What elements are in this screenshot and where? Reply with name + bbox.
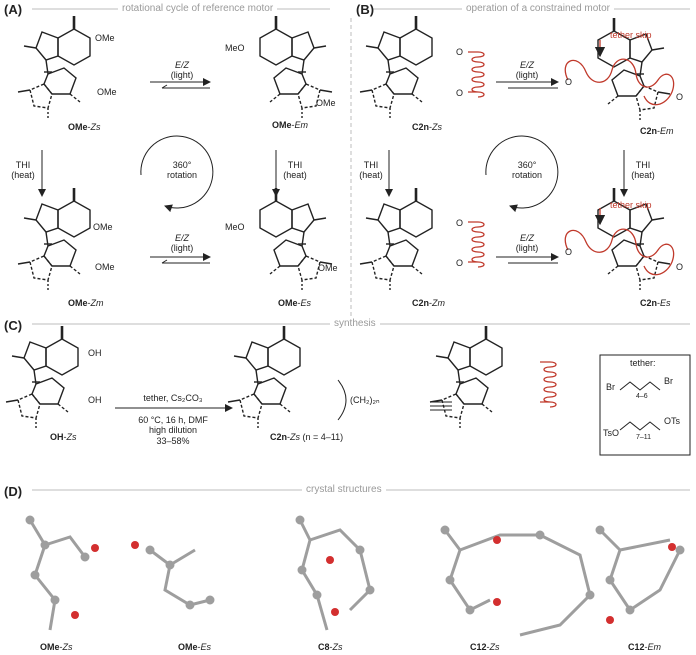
panelB-oxygen-8: O (676, 262, 684, 272)
panelB-oxygen-4: O (456, 258, 464, 268)
panelA-substituent-4: OMe (316, 98, 336, 108)
panelB-bottom-arrow-label: E/Z(light) (515, 233, 539, 254)
panelB-compound-label-3: C2n-Zm (412, 298, 446, 308)
tether-ts-right: OTs (664, 416, 681, 426)
panelB-compound-label-4: C2n-Es (640, 298, 671, 308)
panelC-letter: (C) (4, 318, 23, 333)
panelA-substituent-5: OMe (93, 222, 113, 232)
tether-box (599, 354, 691, 456)
panelB-oxygen-3: O (456, 218, 464, 228)
tether-br-subscript: 4–6 (636, 393, 648, 400)
panelA-top-arrow-label: E/Z(light) (170, 60, 194, 81)
crystal-label-2: OMe-Es (178, 642, 212, 652)
panelC-oh-1: OH (88, 348, 102, 358)
panelB-oxygen-1: O (456, 47, 464, 57)
crystal-label-1: OMe-Zs (40, 642, 73, 652)
panelB-letter: (B) (356, 2, 375, 17)
panelA-rotation-label: 360°rotation (166, 160, 198, 181)
panelB-top-arrow-label: E/Z(light) (515, 60, 539, 81)
tether-br-right: Br (664, 376, 673, 386)
panelB-compound-label-1: C2n-Zs (412, 122, 443, 132)
panelC-conditions: 60 °C, 16 h, DMF high dilution 33–58% (138, 415, 208, 446)
tether-br-left: Br (606, 382, 615, 392)
tether-box-title: tether: (630, 358, 656, 368)
panelC-arrows (115, 379, 452, 421)
panelA-letter: (A) (4, 2, 23, 17)
panelA-substituent-2: OMe (97, 87, 117, 97)
panelC-title: synthesis (330, 318, 380, 329)
panelA-substituent-1: OMe (95, 33, 115, 43)
panelA-title: rotational cycle of reference motor (118, 3, 278, 14)
tether-ts-left: TsO (603, 428, 620, 438)
tether-zigzags (619, 381, 661, 431)
panelB-tether-loops (564, 40, 675, 276)
panelD-title: crystal structures (302, 484, 386, 495)
panelA-bottom-arrow-label: E/Z(light) (170, 233, 194, 254)
panelB-oxygen-2: O (456, 88, 464, 98)
panelB-tether-skip-top: tether skip (610, 30, 652, 40)
panelB-compound-label-2: C2n-Em (640, 126, 674, 136)
panelB-rotation-label: 360°rotation (511, 160, 543, 181)
panelD-crystal-sketches (25, 515, 685, 637)
panelA-substituent-3: MeO (225, 43, 245, 53)
panelC-chain-label: (CH₂)₂ₙ (350, 395, 380, 405)
panelD-oxygen-atoms (71, 536, 676, 624)
panelB-tether-skip-bottom: tether skip (610, 200, 652, 210)
panelA-compound-label-1: OMe-Zs (68, 122, 101, 132)
panelA-right-arrow-label: THI(heat) (283, 160, 307, 181)
panelB-arrows (385, 78, 628, 264)
panelA-substituent-7: MeO (225, 222, 245, 232)
panelA-compound-label-3: OMe-Zm (68, 298, 104, 308)
panelC-structures (4, 324, 557, 432)
panelD-letter: (D) (4, 484, 23, 499)
tether-ts-subscript: 7–11 (636, 434, 652, 441)
panelA-substituent-6: OMe (95, 262, 115, 272)
panelB-oxygen-6: O (676, 92, 684, 102)
panelB-right-arrow-label: THI(heat) (631, 160, 655, 181)
panelC-reagents: tether, Cs₂CO₃ (143, 393, 203, 403)
panelA-arrows (38, 78, 280, 264)
panelA-compound-label-4: OMe-Es (278, 298, 312, 308)
crystal-label-4: C12-Zs (470, 642, 500, 652)
panelB-oxygen-7: O (565, 247, 573, 257)
panelC-start-label: OH-Zs (50, 432, 77, 442)
panelA-compound-label-2: OMe-Em (272, 120, 309, 130)
panelB-title: operation of a constrained motor (462, 3, 614, 14)
panelA-substituent-8: OMe (318, 263, 338, 273)
panelA-left-arrow-label: THI(heat) (11, 160, 35, 181)
crystal-label-3: C8-Zs (318, 642, 343, 652)
crystal-label-5: C12-Em (628, 642, 662, 652)
panelB-left-arrow-label: THI(heat) (359, 160, 383, 181)
panelC-product-label: C2n-Zs (n = 4–11) (270, 432, 344, 442)
panelB-oxygen-5: O (565, 77, 573, 87)
panelC-oh-2: OH (88, 395, 102, 405)
